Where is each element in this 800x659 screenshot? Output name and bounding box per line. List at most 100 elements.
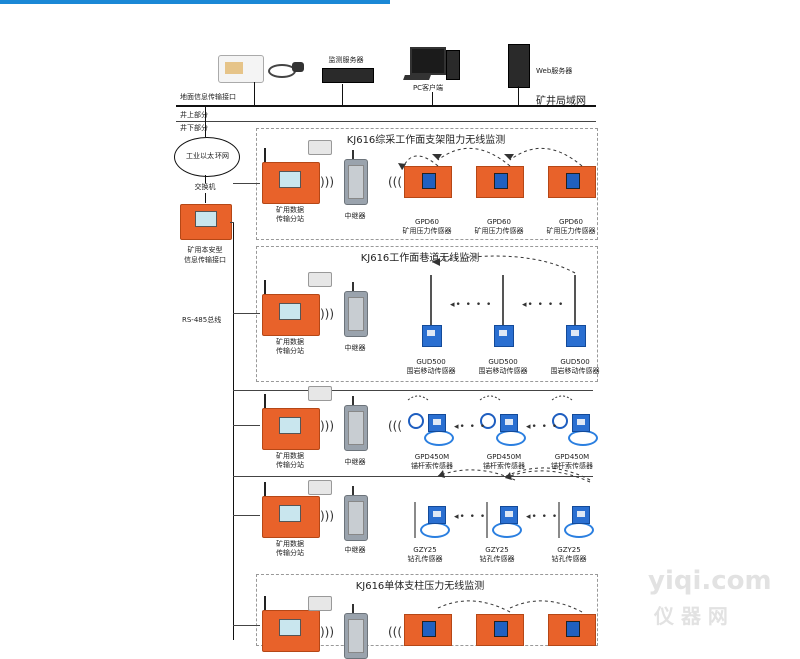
s1-repeater-label: 中继器 <box>344 212 366 220</box>
pc-client-label: PC客户端 <box>412 84 444 92</box>
s2-repeater-antenna <box>352 282 354 291</box>
industrial-ethernet-ring <box>174 137 240 177</box>
s4-sensor-2 <box>500 506 518 524</box>
s4-repeater-antenna <box>352 486 354 495</box>
s4-substation-device <box>262 496 320 538</box>
section3-drop <box>233 425 260 426</box>
s1-signal-icon-a: ))) <box>320 175 335 189</box>
ring-to-switch <box>205 175 206 183</box>
s4-sensor-2-rod <box>486 502 488 538</box>
s4-sensor-2-type: 钻孔传感器 <box>479 555 515 563</box>
s2-sensor-2 <box>494 325 514 347</box>
s3-repeater-antenna <box>352 396 354 405</box>
s3-signal-icon-b: ((( <box>388 419 403 433</box>
above-ground-label: 井上部分 <box>180 111 208 119</box>
s1-sensor-3 <box>548 166 596 198</box>
s3-sensor-3-model: GPD450M <box>554 453 590 461</box>
section4-branch <box>233 476 593 477</box>
lan-drop-web <box>518 86 519 105</box>
s3-substation-label2: 传输分站 <box>276 461 304 469</box>
s4-sensor-1-rod <box>414 502 416 538</box>
s2-sensor-3-model: GUD500 <box>560 358 590 366</box>
s3-arrow-1: ◂• • • <box>454 422 487 432</box>
s3-sensor-1-ring <box>408 413 424 429</box>
lan-drop-interface <box>254 82 255 105</box>
below-ground-label: 井下部分 <box>180 124 208 132</box>
watermark-cjk: 仪 器 网 <box>654 604 728 628</box>
pc-monitor-icon <box>410 47 446 75</box>
s1-substation-antenna <box>264 148 266 162</box>
section1-panel <box>256 128 598 240</box>
s4-substation-label1: 矿用数据 <box>276 540 304 548</box>
s2-sensor-1 <box>422 325 442 347</box>
s4-sensor-3-type: 钻孔传感器 <box>551 555 587 563</box>
section5-title: KJ616单体支柱压力无线监测 <box>355 581 485 592</box>
s1-substation-device <box>262 162 320 204</box>
s4-sensor-3-model: GZY25 <box>557 546 581 554</box>
s4-sensor-1-type: 钻孔传感器 <box>407 555 443 563</box>
s3-substation-device <box>262 408 320 450</box>
s1-sensor-2-type: 矿用压力传感器 <box>474 227 524 235</box>
s4-repeater-device <box>344 495 368 541</box>
s5-repeater-antenna <box>352 604 354 613</box>
section1-title: KJ616综采工作面支架阻力无线监测 <box>346 135 506 146</box>
switch-to-interface <box>205 193 206 203</box>
s2-sensor-3 <box>566 325 586 347</box>
s4-repeater-label: 中继器 <box>344 546 366 554</box>
s2-substation-label1: 矿用数据 <box>276 338 304 346</box>
s2-repeater-device <box>344 291 368 337</box>
ground-interface-device <box>218 55 264 83</box>
s2-sensor-3-type: 围岩移动传感器 <box>550 367 600 375</box>
s2-arrow-1: ◂• • • • <box>450 300 493 310</box>
s1-sensor-2 <box>476 166 524 198</box>
s2-sensor-1-model: GUD500 <box>416 358 446 366</box>
s4-sensor-3 <box>572 506 590 524</box>
s3-substation-antenna <box>264 394 266 408</box>
s2-sensor-2-model: GUD500 <box>488 358 518 366</box>
s3-repeater-device <box>344 405 368 451</box>
s5-substation-antenna <box>264 596 266 610</box>
section4-drop <box>233 515 260 516</box>
s3-sensor-1-model: GPD450M <box>414 453 450 461</box>
s3-sensor-2-model: GPD450M <box>486 453 522 461</box>
s2-repeater-label: 中继器 <box>344 344 366 352</box>
watermark-latin: yiqi.com <box>648 566 772 596</box>
lan-drop-monitor <box>342 84 343 105</box>
s1-sensor-3-model: GPD60 <box>559 218 583 226</box>
s1-substation-label2: 传输分站 <box>276 215 304 223</box>
s5-signal-icon-b: ((( <box>388 625 403 639</box>
rs485-trunk <box>233 222 234 640</box>
lan-bus <box>176 105 596 107</box>
s3-sensor-2-ring <box>480 413 496 429</box>
intrinsic-safe-interface-device <box>180 204 232 240</box>
ring-label-line2: 环网 <box>215 152 229 160</box>
s4-junction-box <box>308 480 332 495</box>
web-server-icon <box>508 44 530 88</box>
section2-branch <box>233 313 260 314</box>
monitor-server-label: 监测服务器 <box>328 56 364 64</box>
s2-junction-box <box>308 272 332 287</box>
s4-signal-icon-a: ))) <box>320 509 335 523</box>
s3-substation-label1: 矿用数据 <box>276 452 304 460</box>
ground-divider <box>176 121 596 122</box>
s3-sensor-3-ring <box>552 413 568 429</box>
s4-sensor-1-model: GZY25 <box>413 546 437 554</box>
s1-sensor-1-model: GPD60 <box>415 218 439 226</box>
s3-sensor-2-type: 锚杆索传感器 <box>483 462 525 470</box>
lan-drop-pc <box>432 92 433 105</box>
s2-signal-icon-a: ))) <box>320 307 335 321</box>
ground-interface-plug <box>292 62 304 72</box>
s3-sensor-3-type: 锚杆索传感器 <box>551 462 593 470</box>
s5-junction-box <box>308 596 332 611</box>
s1-signal-icon-b: ((( <box>388 175 403 189</box>
s3-junction-box <box>308 386 332 401</box>
s1-sensor-3-type: 矿用压力传感器 <box>546 227 596 235</box>
s2-sensor-1-wire <box>430 275 432 325</box>
s1-repeater-device <box>344 159 368 205</box>
trunk-to-ring <box>205 105 206 137</box>
s5-signal-icon-a: ))) <box>320 625 335 639</box>
s2-sensor-3-wire <box>574 275 576 325</box>
ground-interface-label: 地面信息传输接口 <box>180 93 236 101</box>
s2-arrow-2: ◂• • • • <box>522 300 565 310</box>
mine-lan-label: 矿井局域网 <box>536 96 586 107</box>
